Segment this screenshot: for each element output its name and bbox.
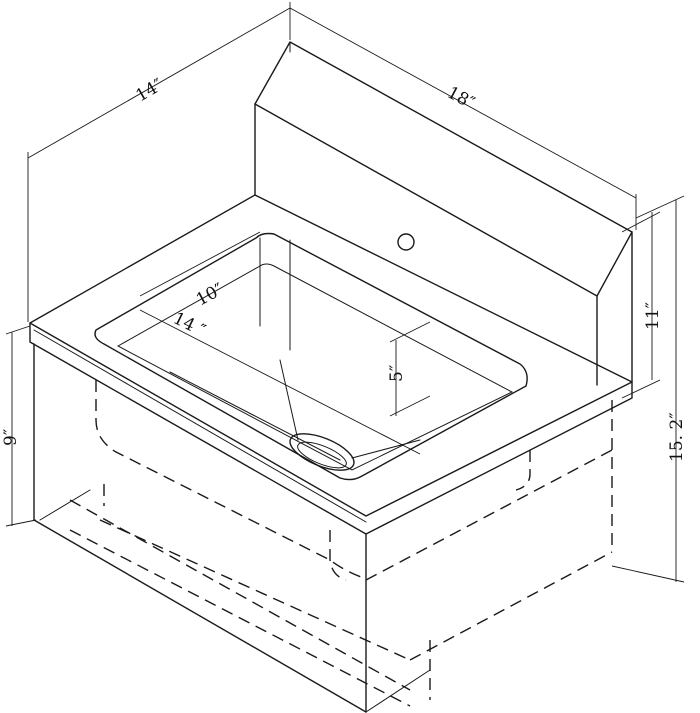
label-bowl-length: 14 ″	[170, 309, 209, 342]
dimension-18-top	[289, 7, 637, 230]
label-backsplash-height: 11″	[643, 302, 663, 330]
bowl	[94, 232, 528, 481]
dimension-14-top	[27, 2, 291, 322]
cabinet-body	[33, 343, 431, 713]
dimension-15-2-height	[611, 195, 685, 583]
label-bowl-depth: 5″	[387, 365, 407, 382]
faucet-hole	[397, 233, 415, 251]
dimension-11-height	[621, 211, 661, 399]
drain	[289, 433, 355, 471]
label-body-height: 9″	[1, 429, 21, 446]
label-bowl-width: 10″	[193, 280, 227, 311]
hidden-lines	[69, 380, 613, 707]
backsplash	[254, 41, 633, 386]
label-overall-height: 15. 2″	[667, 412, 687, 462]
label-14-top: 14″	[133, 75, 167, 106]
deck	[29, 194, 633, 535]
label-18-top: 18″	[444, 83, 478, 114]
dimension-9-height	[5, 325, 37, 527]
dimension-bowl	[139, 231, 431, 455]
